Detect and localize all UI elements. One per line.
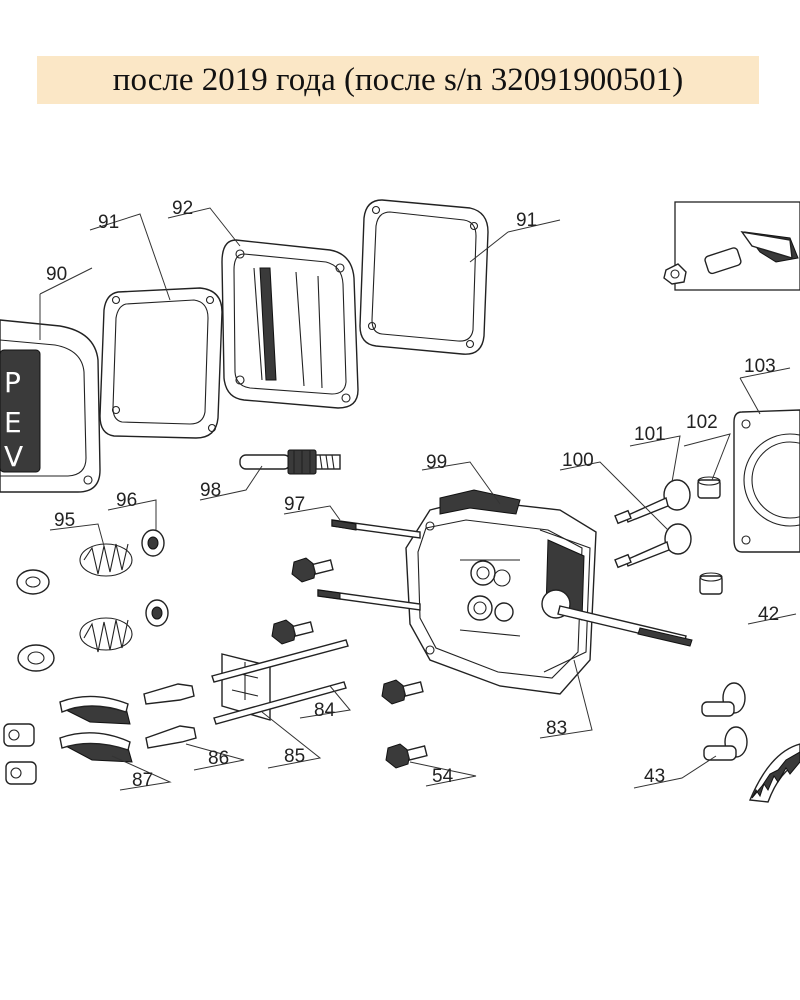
bolt-d xyxy=(385,743,428,769)
spring-seat-upper xyxy=(16,569,50,595)
rocker-pivot-upper xyxy=(143,683,195,705)
title-banner: после 2019 года (после s/n 32091900501) xyxy=(37,56,759,104)
rocker-arm-upper xyxy=(59,695,131,725)
callout-91-right: 91 xyxy=(516,210,537,231)
rocker-detail-inset xyxy=(663,201,800,291)
valve-cover-middle xyxy=(221,239,359,409)
callout-97: 97 xyxy=(284,494,305,515)
retainer-upper xyxy=(141,529,165,557)
callout-92: 92 xyxy=(172,198,193,219)
callout-95: 95 xyxy=(54,510,75,531)
valve-spring-upper xyxy=(79,543,133,577)
spark-plug xyxy=(239,449,341,475)
callout-84: 84 xyxy=(314,700,336,721)
bolt-a xyxy=(291,557,334,583)
tappet-lower xyxy=(703,726,748,761)
rocker-pivot-lower xyxy=(145,725,197,749)
callout-54: 54 xyxy=(432,766,454,787)
rocker-nut-lower xyxy=(5,761,37,785)
spring-seat-lower xyxy=(17,644,55,672)
callout-87: 87 xyxy=(132,770,153,791)
callout-91-left: 91 xyxy=(98,212,119,233)
callout-83: 83 xyxy=(546,718,567,739)
cam-gear xyxy=(748,743,800,803)
stud-lower xyxy=(317,589,421,611)
callout-85: 85 xyxy=(284,746,305,767)
leader-lines xyxy=(39,207,797,791)
callout-100: 100 xyxy=(562,450,594,471)
callout-96: 96 xyxy=(116,490,137,511)
retainer-lower xyxy=(145,599,169,627)
callout-101: 101 xyxy=(634,424,666,445)
rocker-arm-lower xyxy=(59,732,133,763)
svg-text:V: V xyxy=(4,440,23,473)
rocker-nut-upper xyxy=(3,723,35,747)
valve-spring-lower xyxy=(79,617,133,653)
bolt-b xyxy=(271,619,314,645)
head-gasket xyxy=(733,409,800,553)
stud-upper xyxy=(331,519,421,539)
callout-99: 99 xyxy=(426,452,447,473)
valve-upper xyxy=(614,479,691,525)
valve-cover-left: P E V xyxy=(0,319,101,493)
callout-103: 103 xyxy=(744,356,776,377)
bolt-c xyxy=(381,679,424,705)
callout-90: 90 xyxy=(46,264,67,285)
rocker-stud-assembly xyxy=(541,589,693,647)
gasket-right xyxy=(359,199,489,355)
svg-text:E: E xyxy=(4,406,22,439)
svg-text:P: P xyxy=(4,366,21,399)
callout-86: 86 xyxy=(208,748,229,769)
valve-guide-lower xyxy=(699,572,723,595)
valve-lower xyxy=(614,523,692,569)
push-rod-lower xyxy=(213,681,347,725)
callout-43: 43 xyxy=(644,766,665,787)
tappet-upper xyxy=(701,682,746,717)
cylinder-head xyxy=(405,489,597,695)
callout-labels: 90 91 92 91 103 101 102 100 99 98 97 96 … xyxy=(46,198,779,791)
callout-102: 102 xyxy=(686,412,718,433)
callout-42: 42 xyxy=(758,604,779,625)
gasket-left xyxy=(99,287,223,439)
push-rod-upper xyxy=(211,639,349,683)
valve-guide-upper xyxy=(697,476,721,499)
callout-98: 98 xyxy=(200,480,221,501)
